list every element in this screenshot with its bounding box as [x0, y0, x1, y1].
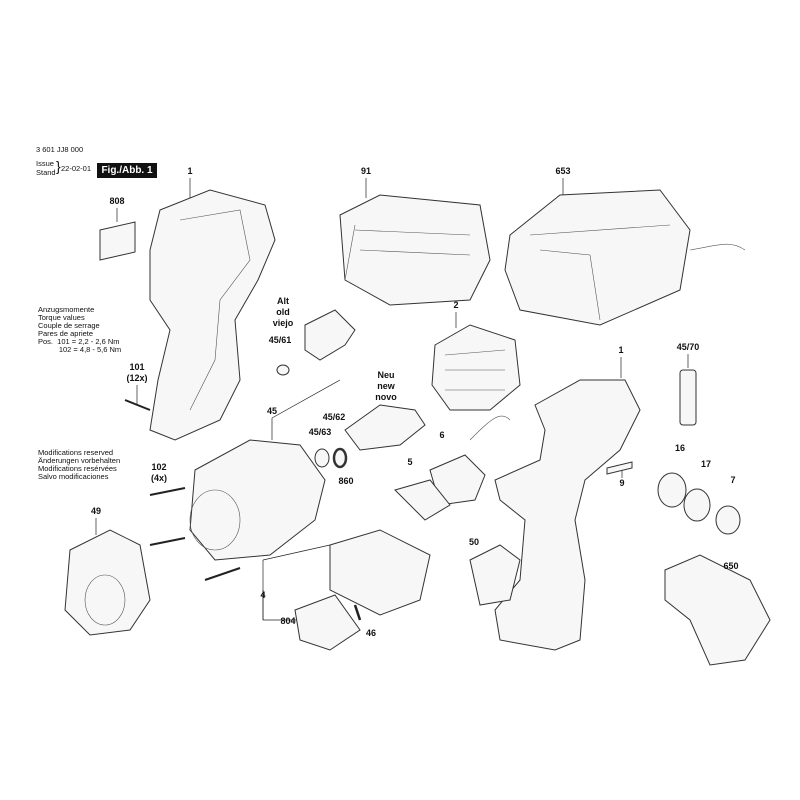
torque-line: Anzugsmomente	[38, 305, 95, 314]
part-46-spring	[353, 604, 362, 621]
callout-1: 1	[187, 166, 193, 176]
figure-badge: Fig./Abb. 1	[97, 163, 157, 178]
callout-5: 5	[407, 457, 413, 467]
part-50-module	[469, 544, 521, 606]
callout-101: 101 (12x)	[126, 362, 148, 383]
callout-808: 808	[109, 196, 125, 206]
callout-45-61: 45/61	[268, 335, 292, 345]
part-653-charger	[504, 189, 691, 326]
callout-45-62: 45/62	[322, 412, 346, 422]
part-7-ring	[715, 505, 741, 535]
part-808-label	[99, 221, 136, 261]
callout-9: 9	[619, 478, 625, 488]
part-1-housing-shell	[149, 189, 276, 441]
modifications-line: Salvo modificaciones	[38, 472, 109, 481]
modifications-line: Modifications reserved	[38, 448, 114, 457]
alt-label-line: old	[276, 307, 290, 317]
torque-line: 102 = 4,8 - 5,6 Nm	[38, 345, 122, 354]
part-45-63-washer	[314, 448, 330, 468]
issue-date: 22-02-01	[61, 164, 92, 173]
callout-16: 16	[674, 443, 686, 453]
torque-line: Torque values	[38, 313, 85, 322]
callout-653: 653	[555, 166, 571, 176]
part-45-gear-housing	[189, 439, 326, 561]
neu-label-line: novo	[375, 392, 397, 402]
callout-650: 650	[723, 561, 739, 571]
callout-45-70: 45/70	[676, 342, 700, 352]
callout-1b: 1	[618, 345, 624, 355]
part-102-screws	[149, 487, 241, 581]
issue-label: Issue	[36, 159, 54, 168]
neu-label-line: new	[377, 381, 395, 391]
callout-860: 860	[338, 476, 354, 486]
alt-label-line: viejo	[272, 318, 294, 328]
leader-lines	[95, 178, 730, 621]
torque-line: Pos. 101 = 2,2 - 2,6 Nm	[38, 337, 120, 346]
callout-91: 91	[360, 166, 372, 176]
part-45-70-grease-tube	[679, 369, 697, 426]
modifications-line: Modifications resérvées	[38, 464, 117, 473]
torque-line: Couple de serrage	[38, 321, 100, 330]
callout-45: 45	[266, 406, 278, 416]
callout-4: 4	[260, 590, 266, 600]
alt-label-line: Alt	[276, 296, 289, 306]
modifications-line: Änderungen vorbehalten	[38, 456, 121, 465]
callout-7: 7	[730, 475, 736, 485]
callout-49: 49	[90, 506, 102, 516]
stand-label: Stand	[36, 168, 56, 177]
part-shaft-new	[344, 404, 426, 451]
part-101-screw	[124, 399, 151, 411]
part-49-rubber-cap	[64, 529, 151, 636]
part-45-61-shaft-old	[304, 309, 356, 361]
callout-2: 2	[453, 300, 459, 310]
brace: }	[56, 158, 61, 174]
callout-804: 804	[280, 616, 296, 626]
callout-17: 17	[700, 459, 712, 469]
part-17-ring	[683, 488, 711, 522]
part-804-plate	[294, 594, 361, 651]
part-91-battery	[339, 194, 491, 306]
part-4-electronics	[329, 529, 431, 616]
neu-label-line: Neu	[377, 370, 395, 380]
part-number: 3 601 JJ8 000	[36, 145, 84, 154]
callout-6: 6	[439, 430, 445, 440]
part-2-motor	[431, 324, 521, 411]
part-860-o-ring	[332, 447, 348, 469]
part-16-cap	[657, 472, 687, 508]
part-5-slider	[394, 479, 451, 521]
part-650-belt-clip	[664, 554, 771, 666]
callout-46: 46	[365, 628, 377, 638]
callout-102: 102 (4x)	[150, 462, 168, 483]
part-9-strip	[606, 461, 633, 475]
part-1-housing-right	[494, 379, 641, 651]
callout-45-63: 45/63	[308, 427, 332, 437]
callout-50: 50	[468, 537, 480, 547]
torque-line: Pares de apriete	[38, 329, 94, 338]
